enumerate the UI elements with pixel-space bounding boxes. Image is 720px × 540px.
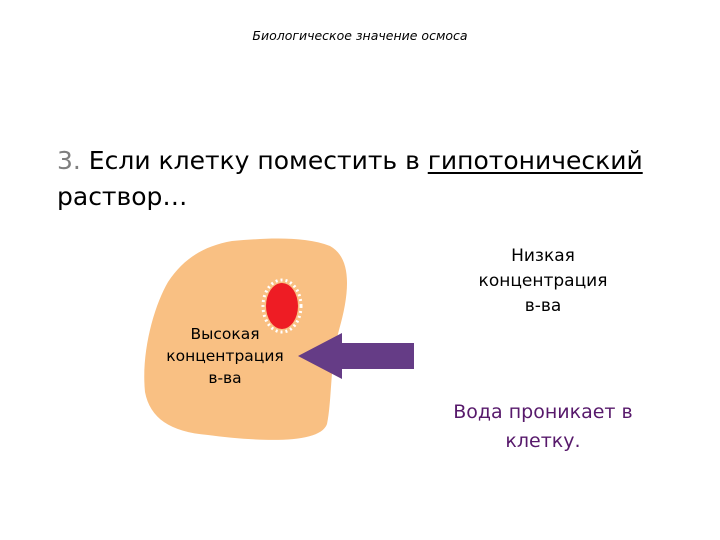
low-label-line: в-ва [524,296,562,316]
water-flow-arrow [298,333,414,379]
low-concentration-label: Низкая концентрация в-ва [448,244,638,319]
cell-shape [144,238,348,440]
nucleus-outline [261,278,303,334]
cell-label-line: в-ва [208,369,242,387]
cell-label-line: Высокая [190,325,260,343]
water-enters-text: Вода проникает в клетку. [418,398,668,456]
low-label-line: Низкая [511,246,575,266]
water-text-line: клетку. [505,430,581,452]
heading-text-line2: раствор… [57,182,188,211]
heading-text: Если клетку поместить в [80,146,428,175]
cell-label-line: концентрация [166,347,284,365]
slide-heading: 3. Если клетку поместить в гипотонически… [57,143,697,215]
high-concentration-label: Высокая концентрация в-ва [140,323,310,389]
low-label-line: концентрация [478,271,608,291]
heading-underlined-word: гипотонический [427,146,643,175]
heading-number: 3. [57,146,81,175]
water-text-line: Вода проникает в [453,401,633,423]
nucleus [266,283,298,329]
slide-header: Биологическое значение осмоса [252,28,468,43]
